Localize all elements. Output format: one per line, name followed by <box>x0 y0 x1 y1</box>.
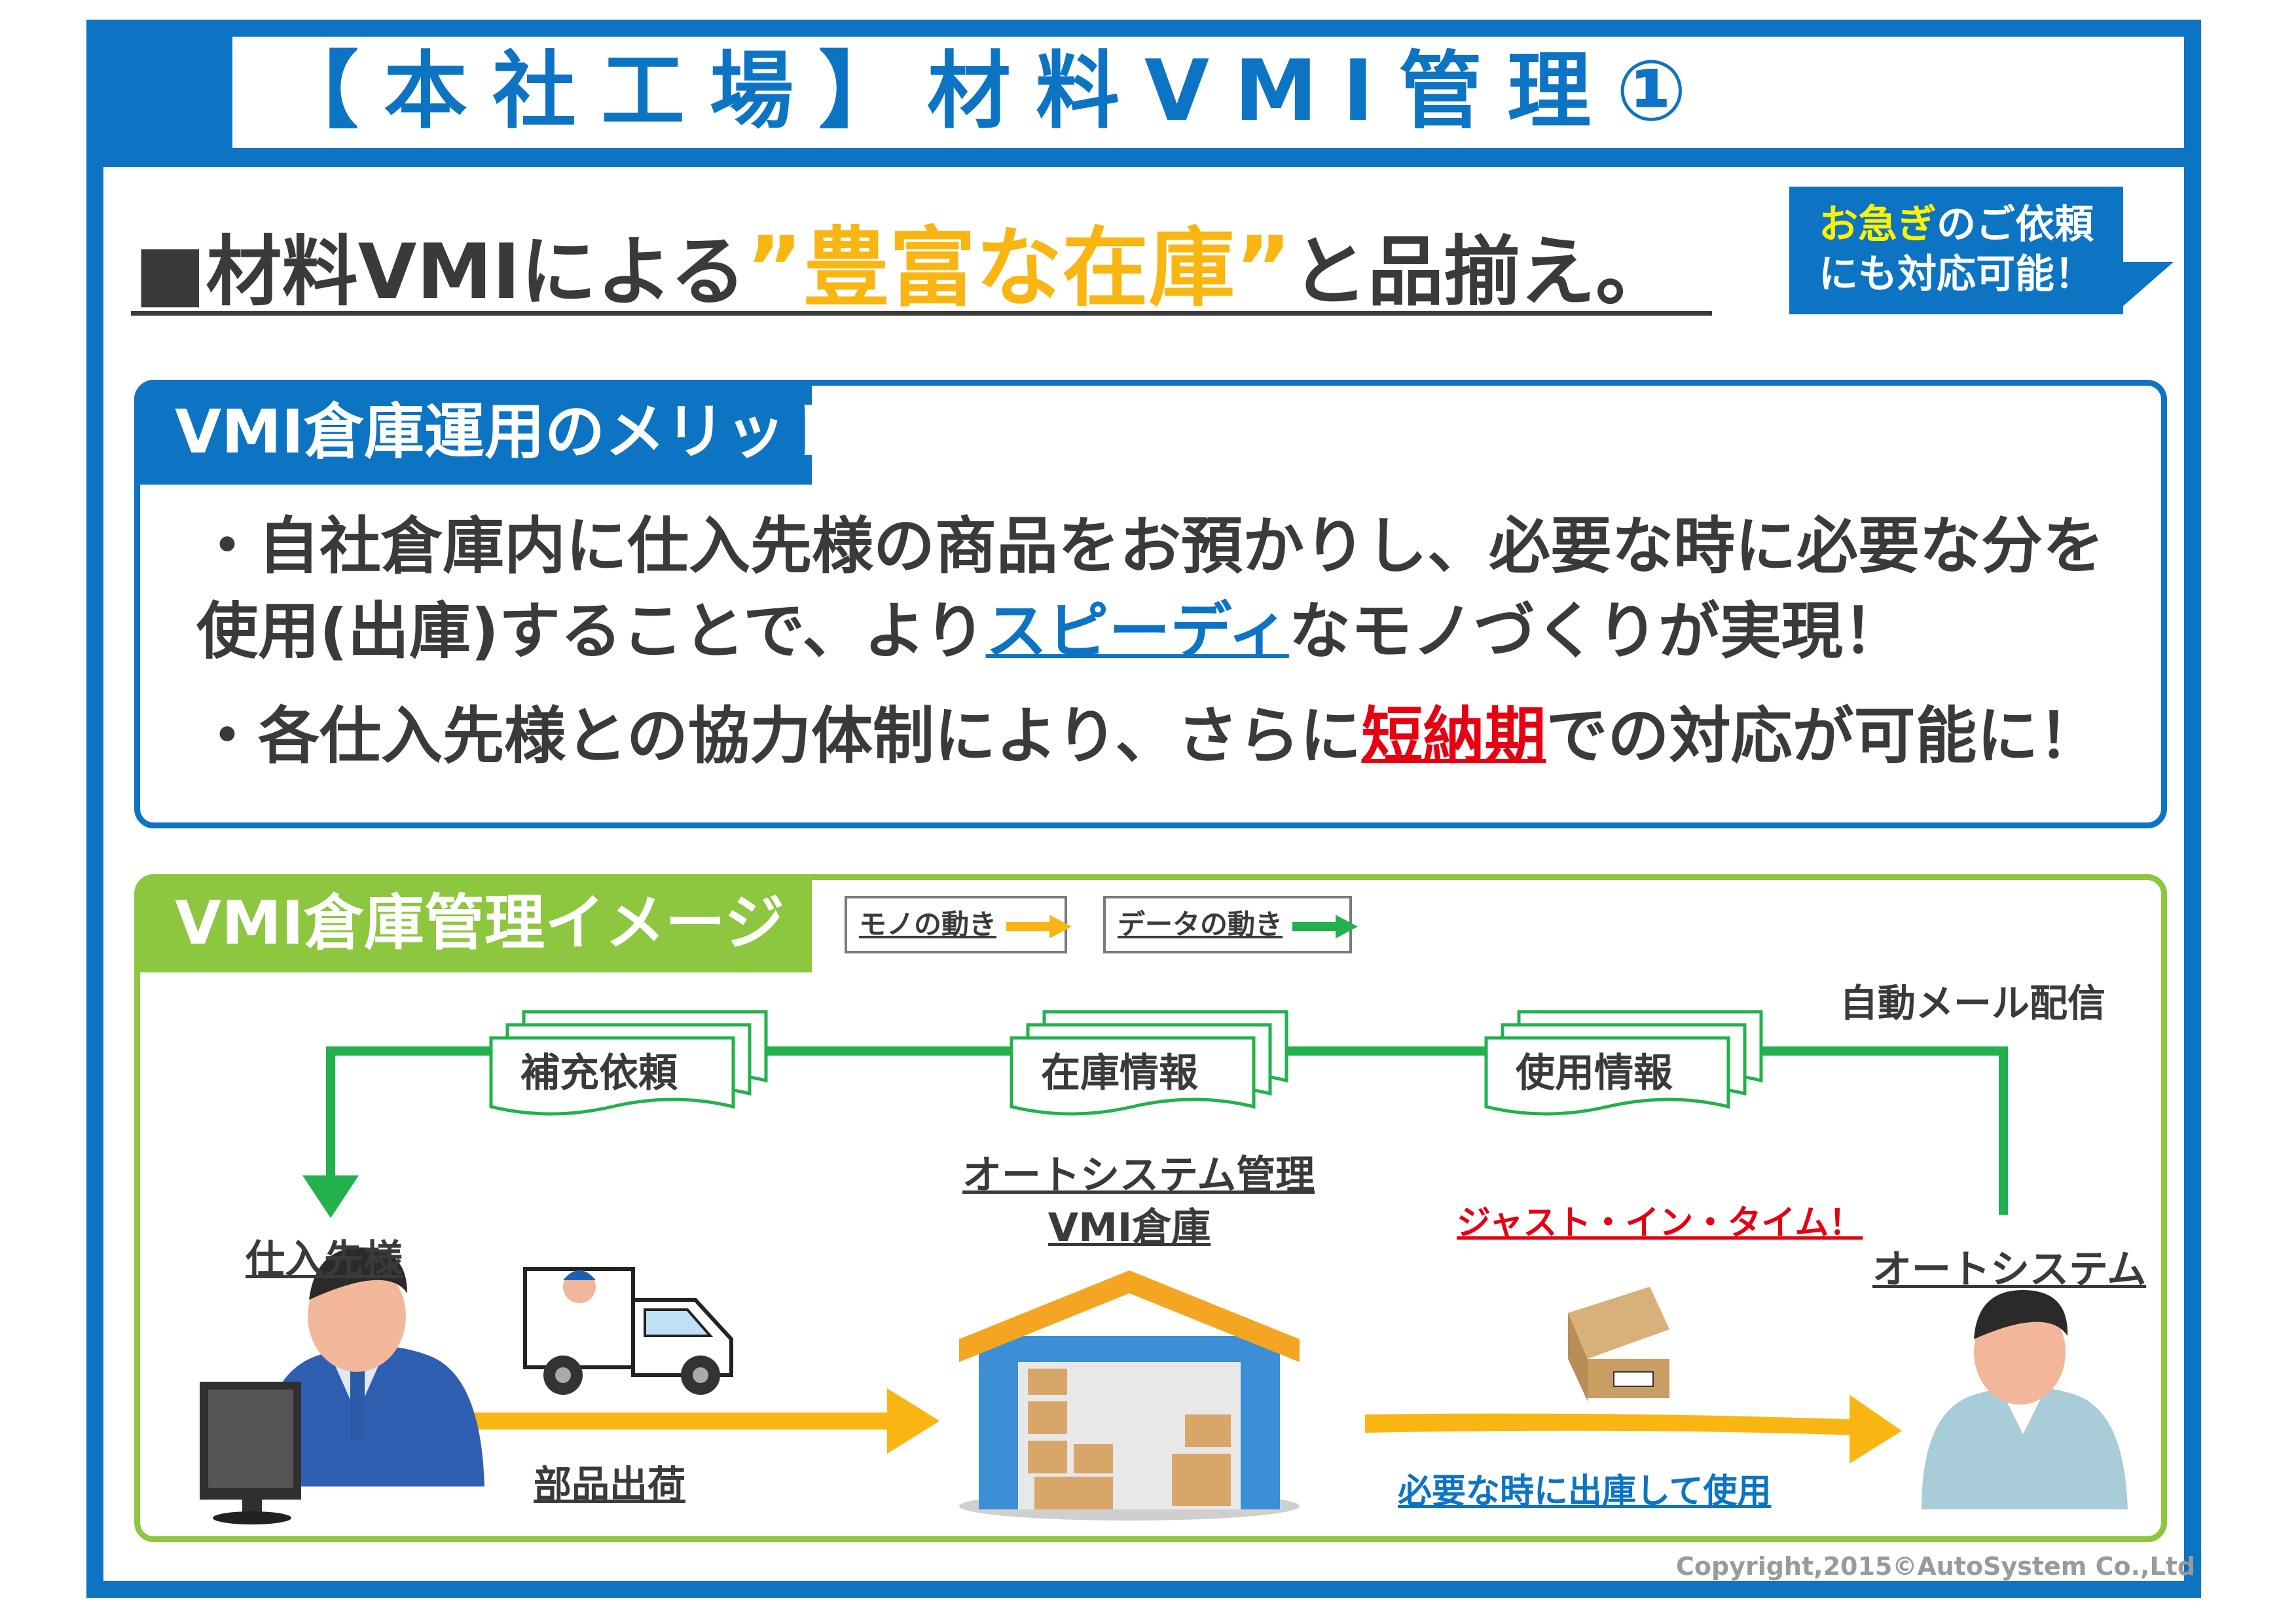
green-arrow-icon <box>1292 914 1358 938</box>
image-panel <box>134 874 2167 1542</box>
warehouse-label-line1: オートシステム管理 <box>962 1153 1315 1198</box>
doc-stack-usage <box>1484 1010 1763 1116</box>
urgent-line2: にも対応可能！ <box>1819 251 2094 297</box>
company-label: オートシステム <box>1872 1247 2147 1293</box>
legend-goods-label: モノの動き <box>859 908 997 940</box>
merit-bullet-2: ・各仕入先様との協力体制により、さらに短納期での対応が可能に！ <box>196 694 2147 779</box>
warehouse-label-line2: VMI倉庫 <box>1048 1205 1211 1251</box>
supplier-label: 仕入先様 <box>246 1237 403 1283</box>
jit-label: ジャスト・イン・タイム！ <box>1457 1204 1863 1243</box>
speedy-highlight: スピーディ <box>985 596 1289 667</box>
title-panel <box>232 31 2185 148</box>
warehouse-label: オートシステム管理 VMI倉庫 <box>962 1149 1315 1254</box>
ship-label: 部品出荷 <box>534 1462 686 1507</box>
yellow-arrow-icon <box>1006 914 1072 938</box>
goods-arrow-use <box>1365 1395 1902 1464</box>
company-person-icon <box>1922 1290 2128 1509</box>
merit-tab: VMI倉庫運用のメリット <box>134 380 846 485</box>
headline-highlight: ”豊富な在庫” <box>746 218 1292 319</box>
headline-suffix: と品揃え。 <box>1292 228 1672 316</box>
headline-prefix: ■材料VMIによる <box>134 228 746 316</box>
doc-label-stock: 在庫情報 <box>1041 1050 1198 1096</box>
warehouse-icon <box>959 1270 1300 1521</box>
headline-underline <box>131 311 1712 316</box>
use-label: 必要な時に出庫して使用 <box>1398 1472 1772 1511</box>
short-lead-time-highlight: 短納期 <box>1361 701 1546 772</box>
page-title: 【本社工場】材料VMI管理① <box>275 43 1712 140</box>
auto-mail-label: 自動メール配信 <box>1840 981 2106 1025</box>
merit-bullet-2-text-c: での対応が可能に！ <box>1546 701 2100 772</box>
merit-bullet-1: ・自社倉庫内に仕入先様の商品をお預かりし、必要な時に必要な分を 使用(出庫)する… <box>196 504 2147 674</box>
doc-stack-request <box>489 1010 768 1116</box>
headline: ■材料VMIによる”豊富な在庫”と品揃え。 <box>134 213 1671 324</box>
merit-bullet-1-text-c: なモノづくりが実現！ <box>1288 596 1904 667</box>
merit-panel <box>134 380 2167 828</box>
legend-goods: モノの動き <box>845 896 1072 953</box>
legend-data: データの動き <box>1103 896 1358 953</box>
doc-label-request: 補充依頼 <box>520 1050 678 1096</box>
merit-bullets: ・自社倉庫内に仕入先様の商品をお預かりし、必要な時に必要な分を 使用(出庫)する… <box>196 504 2147 799</box>
urgent-highlight: お急ぎ <box>1819 202 1937 248</box>
page-frame <box>86 20 2201 1598</box>
truck-icon <box>523 1267 733 1395</box>
cardboard-box-icon <box>1568 1287 1669 1401</box>
urgent-badge: お急ぎのご依頼 にも対応可能！ <box>1789 187 2123 314</box>
supplier-person-icon <box>200 1247 484 1524</box>
title-divider <box>103 148 2184 152</box>
legend-data-label: データの動き <box>1118 908 1283 940</box>
merit-bullet-1-text-b: 使用(出庫)することで、より <box>196 596 986 667</box>
copyright: Copyright,2015©AutoSystem Co.,Ltd <box>1676 1552 2196 1581</box>
goods-arrow-ship <box>429 1388 939 1454</box>
doc-label-usage: 使用情報 <box>1516 1050 1673 1096</box>
doc-stack-stock <box>1010 1010 1288 1116</box>
data-arrow-head <box>302 1175 359 1218</box>
merit-bullet-1-text-a: ・自社倉庫内に仕入先様の商品をお預かりし、必要な時に必要な分を <box>196 511 2105 582</box>
urgent-line1: のご依頼 <box>1937 202 2094 248</box>
urgent-badge-tail <box>2121 262 2174 308</box>
merit-bullet-2-text-a: ・各仕入先様との協力体制により、さらに <box>196 701 1362 772</box>
image-tab: VMI倉庫管理イメージ <box>134 874 812 972</box>
